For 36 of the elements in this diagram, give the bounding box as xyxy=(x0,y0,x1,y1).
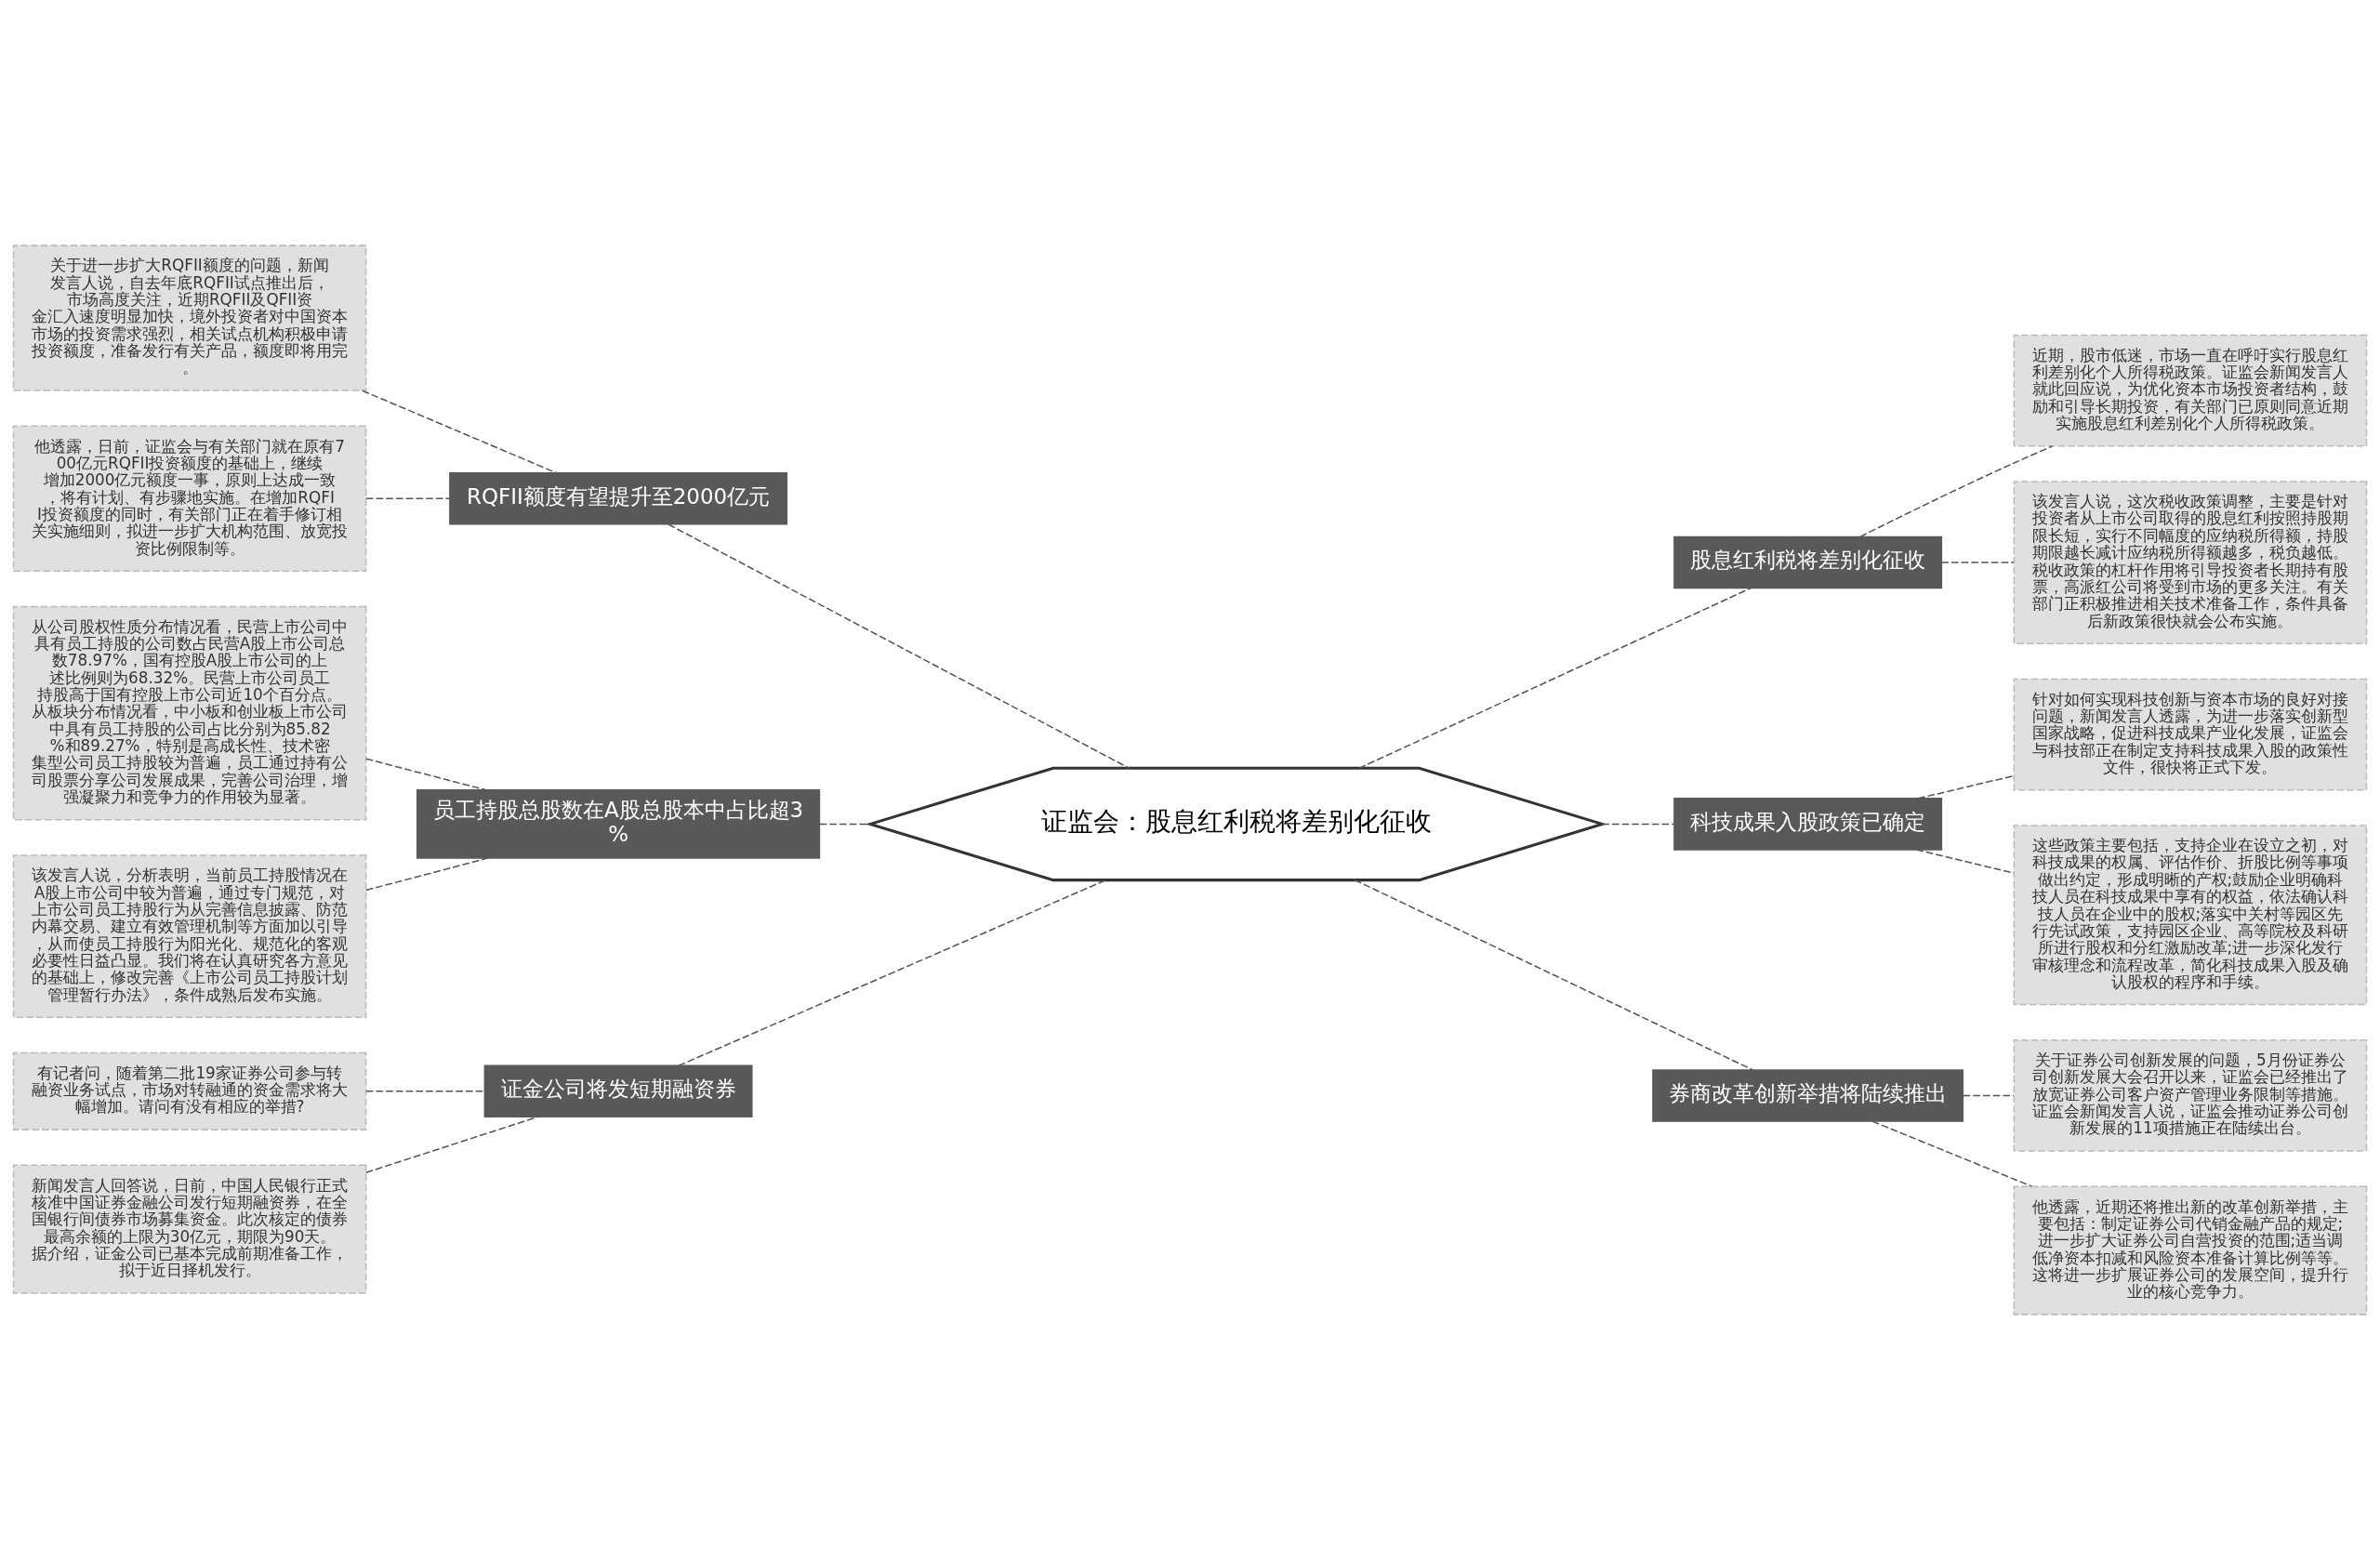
connector xyxy=(1357,588,1752,770)
connector xyxy=(1354,879,1753,1071)
connector xyxy=(1940,562,2015,563)
connector xyxy=(365,1091,485,1092)
node-box: 他透露，近期还将推出新的改革创新举措，主要包括：制定证券公司代销金融产品的规定;进一步扩大证券公司自营投资的范围;适当调低净资本扣减和风险资本准备计算比例等等。这将进一步扩展证券公司的发展空间，提升行业的核心竞争力。 xyxy=(2013,1185,2368,1315)
node-box: 这些政策主要包括，支持企业在设立之初，对科技成果的权属、评估作价、折股比例等事项做出约定，形成明晰的产权;鼓励企业明确科技人员在科技成果中享有的权益，依法确认科技人员在企业中的股权;落实中关村等园区先行先试政策，支持园区企业、高等院校及科研所进行股权和分红激励改革;进一步深化发行审核理念和流程改革，简化科技成果入股及确认股权的程序和手续。 xyxy=(2013,825,2368,1006)
connector xyxy=(1601,823,1675,826)
connector xyxy=(365,1116,539,1173)
connector xyxy=(365,497,451,500)
node-box: 近期，股市低迷，市场一直在呼吁实行股息红利差别化个人所得税政策。证监会新闻发言人就此回应说，为优化资本市场投资者结构，鼓励和引导长期投资，有关部门已原则同意近期实施股息红利差别化个人所得税政策。 xyxy=(2013,334,2368,447)
node-box: 科技成果入股政策已确定 xyxy=(1673,798,1943,851)
node-box: 该发言人说，这次税收政策调整，主要是针对投资者从上市公司取得的股息红利按照持股期限长短，实行不同幅度的应纳税所得额，持股期限越长减计应纳税所得额越多，税负越低。税收政策的杠杆作用将引导投资者长期持有股票，高派红公司将受到市场的更多关注。有关部门正积极推进相关技术准备工作，条件具备后新政策很快就会公布实施。 xyxy=(2013,481,2368,644)
node-box: 从公司股权性质分布情况看，民营上市公司中具有员工持股的公司数占民营A股上市公司总数78.97%，国有控股A股上市公司的上述比例则为68.32%。民营上市公司员工持股高于国有控股上市公司近10个百分点。从板块分布情况看，中小板和创业板上市公司中具有员工持股的公司占比分别为85.82%和89.27%，特别是高成长性、技术密集型公司员工持股较为普遍，员工通过持有公司股票分享公司发展成果，完善公司治理，增强凝聚力和竞争力的作用较为显著。 xyxy=(12,605,367,821)
connector xyxy=(365,857,489,892)
connector xyxy=(365,758,486,791)
node-box: 针对如何实现科技创新与资本市场的良好对接问题，新闻发言人透露，为进一步落实创新型国家战略，促进科技成果产业化发展，证监会与科技部正在制定支持科技成果入股的政策性文件，很快将正式下发。 xyxy=(2013,678,2368,791)
node-box: 股息红利税将差别化征收 xyxy=(1673,535,1943,589)
node-box: 关于证券公司创新发展的问题，5月份证券公司创新发展大会召开以来，证监会已经推出了放宽证券公司客户资产管理业务限制等措施。证监会新闻发言人说，证监会推动证券公司创新发展的11项措施正在陆续出台。 xyxy=(2013,1039,2368,1152)
connector xyxy=(678,879,1107,1067)
connector xyxy=(668,523,1130,770)
node-box: 他透露，日前，证监会与有关部门就在原有700亿元RQFII投资额度的基础上，继续增加2000亿元额度一事，原则上达成一致，将有计划、有步骤地实施。在增加RQFII投资额度的同时，有关部门正在着手修订相关实施细则，拟进一步扩大机构范围、放宽投资比例限制等。 xyxy=(12,425,367,572)
connector xyxy=(1859,445,2054,538)
node-box: RQFII额度有望提升至2000亿元 xyxy=(449,472,787,525)
node-box: 证金公司将发短期融资券 xyxy=(483,1064,753,1118)
connector xyxy=(1915,849,2015,874)
connector xyxy=(1917,774,2015,800)
node-box: 员工持股总股数在A股总股本中占比超3% xyxy=(416,788,821,859)
node-box: 关于进一步扩大RQFII额度的问题，新闻发言人说，自去年底RQFII试点推出后，市场高度关注，近期RQFII及QFII资金汇入速度明显加快，境外投资者对中国资本市场的投资需求强烈，相关试点机构积极申请投资额度，准备发行有关产品，额度即将用完。 xyxy=(12,245,367,391)
node-box: 新闻发言人回答说，日前，中国人民银行正式核准中国证券金融公司发行短期融资券，在全国银行间债券市场募集资金。此次核定的债券最高余额的上限为30亿元，期限为90天。据介绍，证金公司已基本完成前期准备工作，拟于近日择机发行。 xyxy=(12,1164,367,1294)
node-box: 该发言人说，分析表明，当前员工持股情况在A股上市公司中较为普遍，通过专门规范，对上市公司员工持股行为从完善信息披露、防范内幕交易、建立有效管理机制等方面加以引导，从而使员工持股行为阳光化、规范化的客观必要性日益凸显。我们将在认真研究各方意见的基础上，修改完善《上市公司员工持股计划管理暂行办法》，条件成熟后发布实施。 xyxy=(12,854,367,1019)
connector xyxy=(819,823,872,826)
node-box: 券商改革创新举措将陆续推出 xyxy=(1652,1069,1964,1122)
connector xyxy=(1871,1120,2033,1187)
connector xyxy=(362,390,558,474)
connector xyxy=(1962,1094,2015,1097)
node-box: 有记者问，随着第二批19家证券公司参与转融资业务试点，市场对转融通的资金需求将大幅增加。请问有没有相应的举措? xyxy=(12,1051,367,1130)
